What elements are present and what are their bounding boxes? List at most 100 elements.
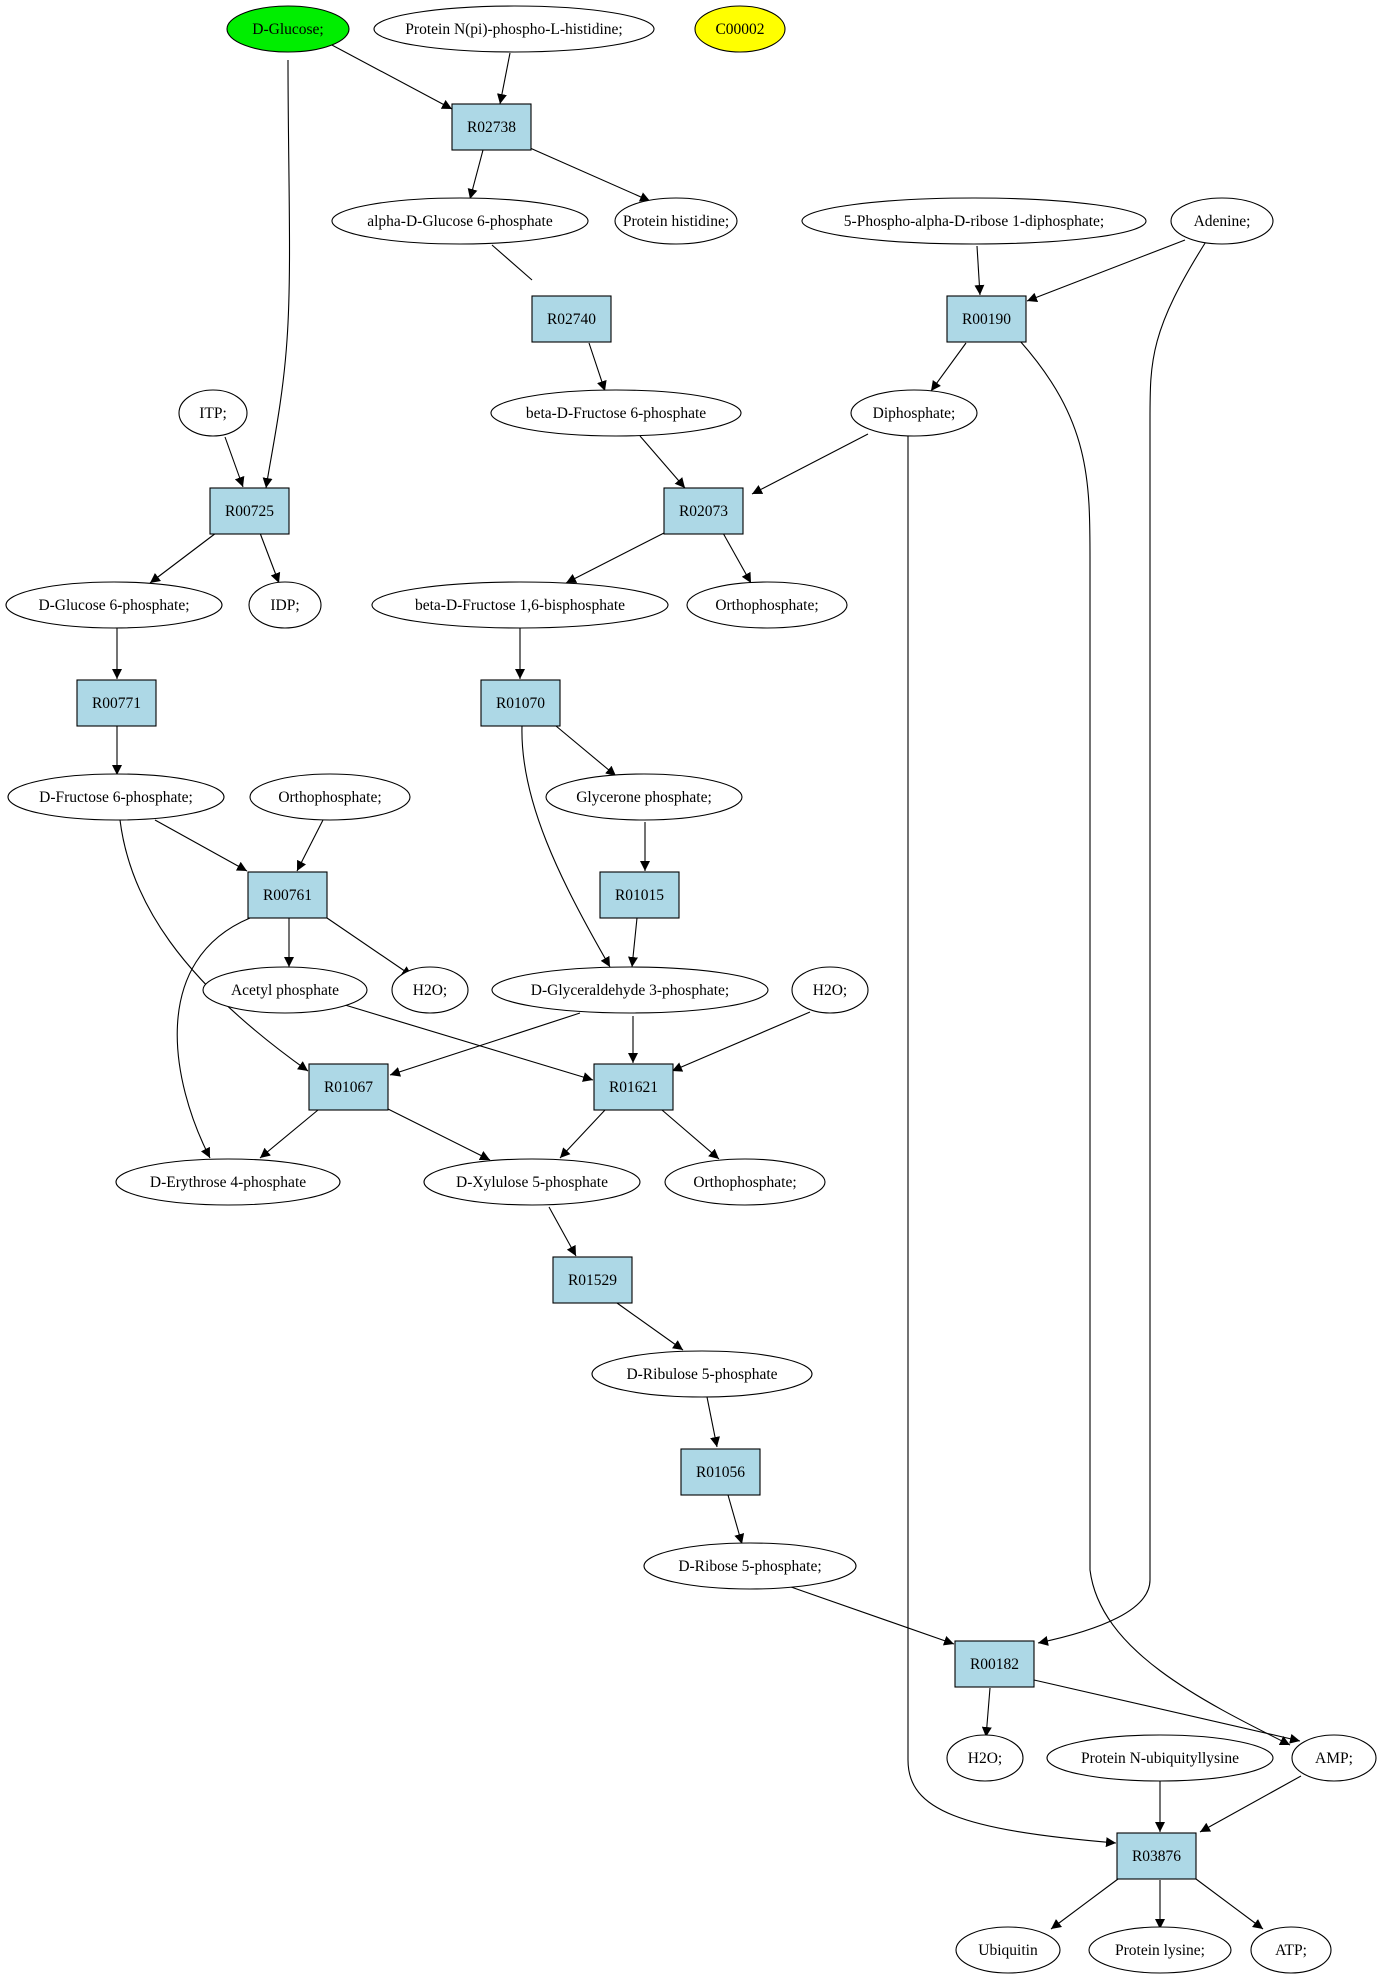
compound-diphosphate[interactable]: Diphosphate; <box>850 389 978 437</box>
compound-label: 5-Phospho-alpha-D-ribose 1-diphosphate; <box>844 213 1104 230</box>
reaction-label: R00771 <box>92 695 141 712</box>
reaction-r00182[interactable]: R00182 <box>954 1640 1035 1688</box>
compound-d-erythrose-4p[interactable]: D-Erythrose 4-phosphate <box>115 1158 341 1206</box>
edge-r01067-to-d-xylulose-5p <box>385 1107 491 1161</box>
edge-d-glucose-to-r00725 <box>262 59 291 489</box>
edge-d-fructose-6p-to-r01067 <box>119 819 309 1072</box>
edge-r03876-to-ubiquitin <box>1050 1878 1119 1930</box>
compound-d-ribose-5p[interactable]: D-Ribose 5-phosphate; <box>643 1542 857 1590</box>
compound-nodes: D-Glucose; Protein N(pi)-phospho-L-histi… <box>5 5 1377 1974</box>
edge-r01070-to-d-gap <box>521 725 611 968</box>
edge-r01056-to-d-ribose-5p <box>727 1494 745 1545</box>
compound-orthophosphate-3[interactable]: Orthophosphate; <box>664 1158 826 1206</box>
compound-h2o-2[interactable]: H2O; <box>791 966 869 1014</box>
reaction-r00725[interactable]: R00725 <box>209 487 290 535</box>
reaction-label: R00725 <box>225 503 274 520</box>
compound-orthophosphate-2[interactable]: Orthophosphate; <box>249 773 411 821</box>
compound-label: Protein N(pi)-phospho-L-histidine; <box>405 21 622 38</box>
compound-label: ATP; <box>1275 1942 1307 1959</box>
edge-diphosphate-to-r03876 <box>907 434 1117 1848</box>
compound-d-glucose[interactable]: D-Glucose; <box>226 5 350 53</box>
compound-label: D-Ribose 5-phosphate; <box>678 1558 821 1575</box>
compound-label: Diphosphate; <box>873 405 956 422</box>
compound-label: D-Erythrose 4-phosphate <box>150 1174 306 1191</box>
edge-amp-to-r03876 <box>1199 1775 1302 1833</box>
compound-d-glyceraldehyde-3p[interactable]: D-Glyceraldehyde 3-phosphate; <box>491 966 769 1014</box>
compound-label: D-Glucose 6-phosphate; <box>38 597 189 614</box>
compound-label: Adenine; <box>1194 213 1251 230</box>
compound-label: C00002 <box>715 21 764 38</box>
compound-label: Orthophosphate; <box>693 1174 796 1191</box>
compound-acetyl-phosphate[interactable]: Acetyl phosphate <box>202 966 368 1014</box>
reaction-label: R01015 <box>615 887 664 904</box>
compound-label: Protein histidine; <box>623 213 729 230</box>
compound-adenine[interactable]: Adenine; <box>1170 197 1274 245</box>
compound-label: H2O; <box>813 982 847 999</box>
compound-d-ribulose-5p[interactable]: D-Ribulose 5-phosphate <box>591 1350 813 1398</box>
edge-alpha-g6p-to-r02740 <box>491 244 533 281</box>
edge-diphosphate-to-r02073 <box>751 433 869 495</box>
reaction-r01070[interactable]: R01070 <box>480 679 561 727</box>
compound-protein-histidine[interactable]: Protein histidine; <box>614 197 738 245</box>
reaction-label: R00182 <box>970 1656 1019 1673</box>
compound-label: beta-D-Fructose 6-phosphate <box>526 405 706 422</box>
compound-itp[interactable]: ITP; <box>178 389 248 437</box>
compound-label: Glycerone phosphate; <box>576 789 712 806</box>
edge-r01621-to-d-xylulose-5p <box>559 1109 606 1159</box>
compound-label: H2O; <box>968 1750 1002 1767</box>
compound-alpha-d-glucose-6p[interactable]: alpha-D-Glucose 6-phosphate <box>331 197 589 245</box>
edge-adenine-to-r00182 <box>1037 239 1208 1646</box>
compound-label: Orthophosphate; <box>278 789 381 806</box>
reaction-label: R03876 <box>1132 1848 1181 1865</box>
compound-d-fructose-6p[interactable]: D-Fructose 6-phosphate; <box>7 773 225 821</box>
edge-itp-to-r00725 <box>224 436 245 488</box>
compound-c00002[interactable]: C00002 <box>694 5 786 53</box>
compound-idp[interactable]: IDP; <box>248 581 322 629</box>
compound-label: Protein N-ubiquityllysine <box>1081 1750 1239 1767</box>
compound-atp[interactable]: ATP; <box>1250 1926 1332 1974</box>
edges <box>112 43 1302 1930</box>
edge-r01015-to-d-gap <box>628 917 638 968</box>
reaction-label: R02740 <box>547 311 596 328</box>
edge-d-xylulose-5p-to-r01529 <box>548 1206 577 1257</box>
edge-r00190-to-amp <box>1019 340 1291 1746</box>
compound-label: D-Glucose; <box>252 21 323 38</box>
compound-protein-npi-phospho-histidine[interactable]: Protein N(pi)-phospho-L-histidine; <box>373 5 655 53</box>
compound-prpp[interactable]: 5-Phospho-alpha-D-ribose 1-diphosphate; <box>801 197 1147 245</box>
reaction-r00761[interactable]: R00761 <box>247 871 328 919</box>
edge-r00761-to-d-erythrose-4p <box>176 917 251 1159</box>
compound-d-xylulose-5p[interactable]: D-Xylulose 5-phosphate <box>423 1158 641 1206</box>
edge-h2o-2-to-r01621 <box>671 1011 811 1072</box>
reaction-r03876[interactable]: R03876 <box>1116 1832 1197 1880</box>
reaction-r00190[interactable]: R00190 <box>946 295 1027 343</box>
compound-beta-d-fructose-6p[interactable]: beta-D-Fructose 6-phosphate <box>490 389 742 437</box>
compound-ubiquitin[interactable]: Ubiquitin <box>955 1926 1061 1974</box>
compound-h2o-1[interactable]: H2O; <box>391 966 469 1014</box>
reaction-r01067[interactable]: R01067 <box>308 1063 389 1111</box>
reaction-r00771[interactable]: R00771 <box>76 679 157 727</box>
reaction-r01621[interactable]: R01621 <box>593 1063 674 1111</box>
compound-orthophosphate-1[interactable]: Orthophosphate; <box>686 581 848 629</box>
compound-label: D-Ribulose 5-phosphate <box>626 1366 777 1383</box>
compound-label: ITP; <box>199 405 227 422</box>
reaction-r01015[interactable]: R01015 <box>599 871 680 919</box>
compound-protein-n-ubiquityllysine[interactable]: Protein N-ubiquityllysine <box>1046 1734 1274 1782</box>
compound-label: Protein lysine; <box>1115 1942 1205 1959</box>
compound-label: D-Xylulose 5-phosphate <box>456 1174 608 1191</box>
reaction-r01056[interactable]: R01056 <box>680 1448 761 1496</box>
compound-glycerone-phosphate[interactable]: Glycerone phosphate; <box>545 773 743 821</box>
reaction-r02740[interactable]: R02740 <box>531 295 612 343</box>
reaction-r02073[interactable]: R02073 <box>663 487 744 535</box>
compound-beta-d-fructose-16bp[interactable]: beta-D-Fructose 1,6-bisphosphate <box>371 581 669 629</box>
compound-d-glucose-6p[interactable]: D-Glucose 6-phosphate; <box>5 581 223 629</box>
reaction-r02738[interactable]: R02738 <box>451 103 532 151</box>
reaction-label: R00761 <box>263 887 312 904</box>
compound-amp[interactable]: AMP; <box>1291 1734 1377 1782</box>
reaction-r01529[interactable]: R01529 <box>552 1256 633 1304</box>
reaction-label: R01056 <box>696 1464 745 1481</box>
compound-h2o-3[interactable]: H2O; <box>946 1734 1024 1782</box>
compound-protein-lysine[interactable]: Protein lysine; <box>1088 1926 1232 1974</box>
edge-r01067-to-d-erythrose-4p <box>259 1109 319 1159</box>
compound-label: Acetyl phosphate <box>231 982 339 999</box>
